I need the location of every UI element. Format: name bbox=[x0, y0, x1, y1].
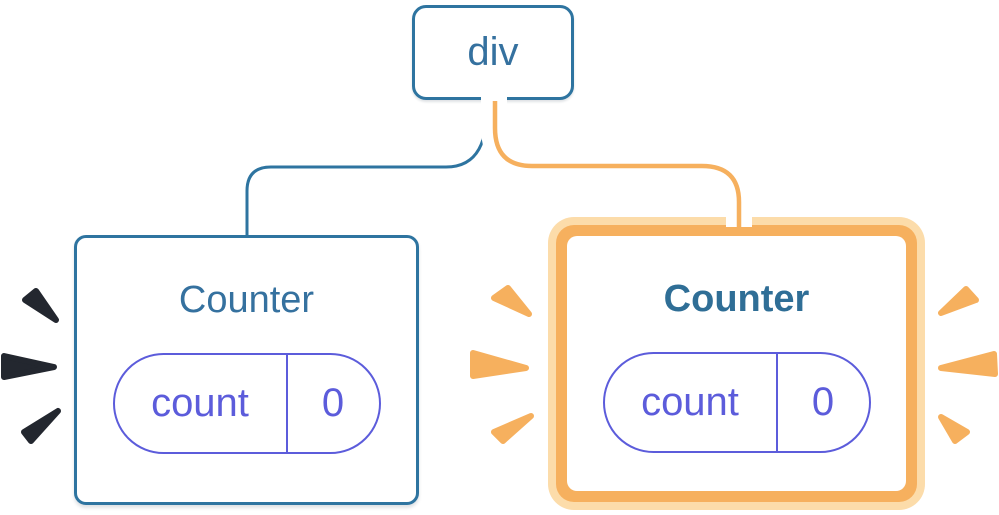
state-pill: count 0 bbox=[112, 353, 381, 454]
edge-parent-to-right-counter bbox=[492, 101, 742, 232]
flash-sparks-middle-icon bbox=[470, 285, 534, 444]
counter-card-right-border: Counter count 0 bbox=[556, 225, 917, 502]
state-name: count bbox=[115, 355, 288, 452]
edge-parent-to-right-counter-casing bbox=[481, 88, 752, 227]
spark-icon bbox=[491, 413, 534, 444]
root-node-label: div bbox=[467, 30, 519, 74]
component-name: Counter bbox=[178, 279, 315, 321]
state-value: 0 bbox=[321, 381, 345, 425]
flash-sparks-left-icon bbox=[1, 288, 61, 444]
edge-parent-to-left-counter bbox=[245, 97, 490, 237]
state-name: count bbox=[605, 354, 778, 451]
spark-icon bbox=[938, 286, 979, 316]
spark-icon bbox=[21, 408, 61, 444]
spark-icon bbox=[938, 351, 998, 377]
spark-icon bbox=[938, 414, 970, 444]
root-node: div bbox=[412, 5, 574, 100]
flash-sparks-right-icon bbox=[938, 286, 998, 444]
counter-card-right-highlight-ring: Counter count 0 bbox=[548, 217, 925, 510]
state-pill: count 0 bbox=[602, 352, 871, 453]
spark-icon bbox=[470, 350, 529, 379]
spark-icon bbox=[1, 353, 57, 380]
counter-card-left: Counter count 0 bbox=[74, 235, 419, 505]
state-value: 0 bbox=[811, 380, 835, 424]
spark-icon bbox=[22, 288, 59, 323]
counter-card-right: Counter count 0 bbox=[567, 236, 906, 491]
spark-icon bbox=[491, 285, 532, 317]
component-name: Counter bbox=[663, 278, 810, 320]
